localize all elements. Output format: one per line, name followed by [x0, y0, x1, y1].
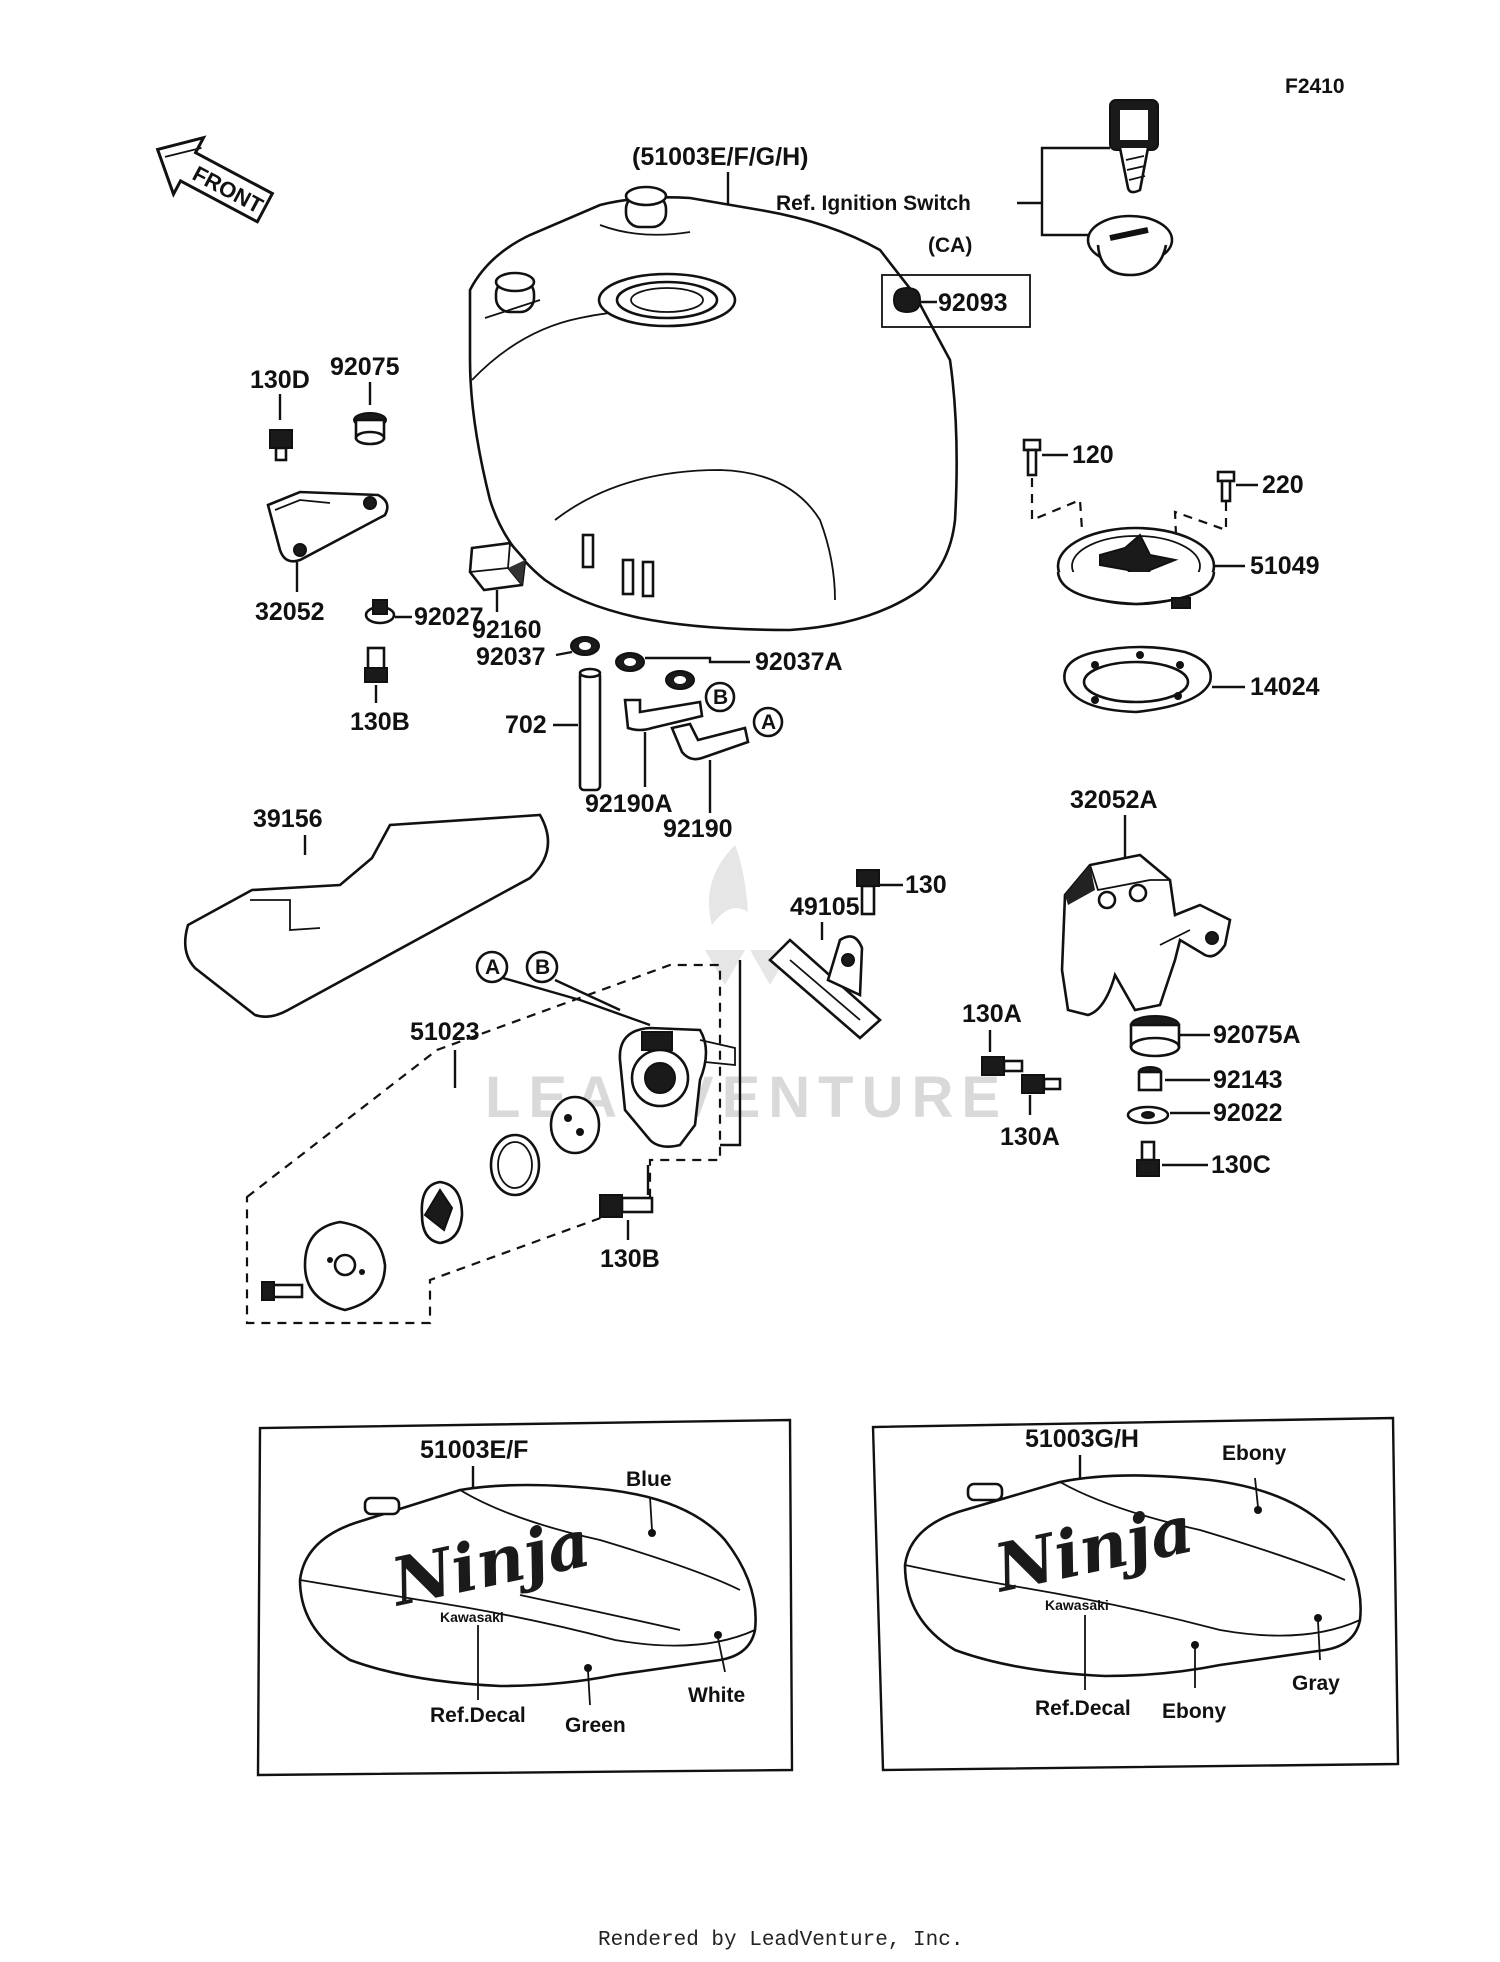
label-130B-bottom: 130B	[600, 1245, 660, 1273]
cap-51049-icon	[1056, 526, 1216, 609]
mark-a-top: A	[761, 711, 776, 734]
pad-39156-icon	[183, 813, 550, 1018]
label-49105: 49105	[790, 893, 860, 921]
nut-92027-icon	[364, 599, 396, 625]
variant-2-decal: Ref.Decal	[1035, 1697, 1131, 1720]
label-92075: 92075	[330, 353, 400, 381]
variant-1-color-top: Blue	[626, 1468, 672, 1491]
label-130A-1: 130A	[962, 1000, 1022, 1028]
label-92075A: 92075A	[1213, 1021, 1301, 1049]
label-ignition-switch: Ref. Ignition Switch	[776, 192, 971, 215]
mark-b-valve: B	[535, 956, 550, 979]
variant-1-sub-brand: Kawasaki	[440, 1609, 504, 1625]
label-130: 130	[905, 871, 947, 899]
label-130D: 130D	[250, 366, 310, 394]
ignition-lock-icon	[1086, 214, 1174, 277]
label-702: 702	[505, 711, 547, 739]
damper-92160-icon	[468, 541, 527, 592]
ignition-key-icon	[1109, 99, 1159, 194]
label-92093: 92093	[938, 289, 1008, 317]
variant-1-decal: Ref.Decal	[430, 1704, 526, 1727]
mark-b-top: B	[713, 686, 728, 709]
variant-2-color-top: Ebony	[1222, 1442, 1286, 1465]
screw-120-icon	[1022, 438, 1042, 477]
washer-92022-icon	[1126, 1105, 1170, 1125]
variant-1-part: 51003E/F	[420, 1436, 528, 1464]
variant-1-color-lower: Green	[565, 1714, 626, 1737]
label-ca: (CA)	[928, 234, 972, 257]
screw-220-icon	[1216, 470, 1236, 503]
clamp-92037-icon	[570, 636, 695, 690]
bolt-130C-icon	[1136, 1140, 1160, 1177]
label-tank: (51003E/F/G/H)	[632, 143, 808, 171]
label-39156: 39156	[253, 805, 323, 833]
hose-702-icon	[578, 667, 602, 792]
valve-o-ring-icon	[489, 1133, 541, 1197]
bolt-130-icon	[856, 869, 880, 916]
label-92160: 92160	[472, 616, 542, 644]
bolt-130D-icon	[269, 429, 293, 462]
variant-2-color-side: Gray	[1292, 1672, 1340, 1695]
bracket-32052A-icon	[1060, 853, 1232, 1017]
label-92190A: 92190A	[585, 790, 673, 818]
variant-2-color-lower: Ebony	[1162, 1700, 1226, 1723]
front-arrow-icon: FRONT	[155, 135, 275, 224]
bolt-130B-top-icon	[364, 646, 388, 683]
label-92022: 92022	[1213, 1099, 1283, 1127]
label-92027: 92027	[414, 603, 484, 631]
bolt-130A-1-icon	[981, 1056, 1024, 1076]
footer-credit: Rendered by LeadVenture, Inc.	[598, 1929, 963, 1952]
label-92037: 92037	[476, 643, 546, 671]
label-92190: 92190	[663, 815, 733, 843]
mark-a-valve: A	[485, 956, 500, 979]
variant-2-sub-brand: Kawasaki	[1045, 1597, 1109, 1613]
gasket-14024-icon	[1063, 645, 1212, 714]
label-51049: 51049	[1250, 552, 1320, 580]
hose-92190A-icon	[623, 698, 704, 732]
label-220: 220	[1262, 471, 1304, 499]
variant-2-part: 51003G/H	[1025, 1425, 1139, 1453]
label-32052A: 32052A	[1070, 786, 1158, 814]
grommet-92075-icon	[353, 412, 387, 446]
variant-1-color-side: White	[688, 1684, 745, 1707]
valve-cover-icon	[303, 1220, 387, 1312]
valve-screw-icon	[261, 1281, 304, 1301]
bracket-49105-icon	[768, 935, 882, 1040]
variant-box-1: 51003E/F Ninja Kawasaki Blue White Green…	[256, 1418, 794, 1777]
label-92037A: 92037A	[755, 648, 843, 676]
fuel-valve-51023-icon	[618, 1026, 736, 1148]
valve-lever-icon	[420, 1180, 464, 1245]
variant-box-2: 51003G/H Ninja Kawasaki Ebony Gray Ebony…	[871, 1416, 1400, 1772]
label-32052: 32052	[255, 598, 325, 626]
fuel-tank	[468, 185, 958, 632]
label-130B-top: 130B	[350, 708, 410, 736]
bolt-130B-bottom-icon	[599, 1194, 654, 1218]
label-92143: 92143	[1213, 1066, 1283, 1094]
hose-92190-icon	[670, 722, 750, 761]
figure-code: F2410	[1285, 75, 1345, 98]
grommet-92075A-icon	[1129, 1015, 1181, 1058]
bracket-32052-icon	[266, 490, 389, 563]
label-120: 120	[1072, 441, 1114, 469]
label-130C: 130C	[1211, 1151, 1271, 1179]
valve-plate-icon	[549, 1095, 601, 1155]
label-130A-2: 130A	[1000, 1123, 1060, 1151]
label-51023: 51023	[410, 1018, 480, 1046]
bolt-130A-2-icon	[1021, 1074, 1062, 1094]
label-14024: 14024	[1250, 673, 1320, 701]
collar-92143-icon	[1137, 1066, 1163, 1092]
